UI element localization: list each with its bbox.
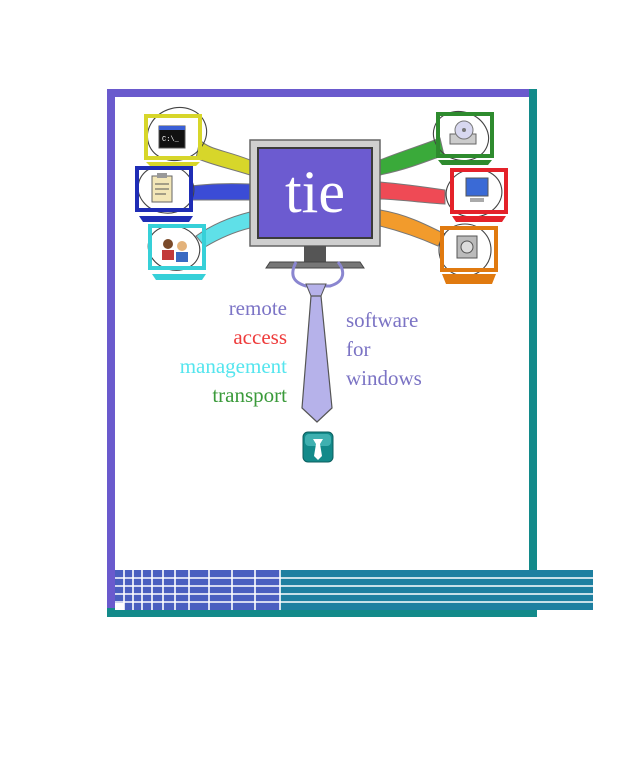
right-tagline: software for windows [346, 306, 422, 393]
tagline-word-remote: remote [228, 296, 287, 320]
svg-text:C:\_: C:\_ [162, 136, 180, 144]
tagline-word-software: software [346, 308, 419, 332]
command-prompt-icon: C:\_ [144, 114, 202, 160]
right-icon-stands [438, 160, 506, 284]
left-icon-stands [139, 162, 206, 280]
tagline-word-windows: windows [346, 366, 422, 390]
computer-icon [450, 168, 508, 214]
cd-drive-icon [436, 112, 494, 158]
monitor [249, 139, 381, 269]
disk-icon [440, 226, 498, 272]
tagline-word-management: management [179, 354, 287, 378]
stripe-band [115, 570, 593, 610]
tagline-word-for: for [346, 337, 371, 361]
clipboard-icon [135, 166, 193, 212]
necktie [291, 261, 345, 423]
left-tagline: remote access management transport [150, 294, 287, 410]
page-frame [107, 89, 537, 617]
connector-ribbons [189, 137, 446, 248]
tie-badge-icon [302, 431, 334, 463]
logo-title: tie [285, 159, 345, 225]
users-icon [148, 224, 206, 270]
tagline-word-access: access [233, 325, 287, 349]
tagline-word-transport: transport [212, 383, 287, 407]
